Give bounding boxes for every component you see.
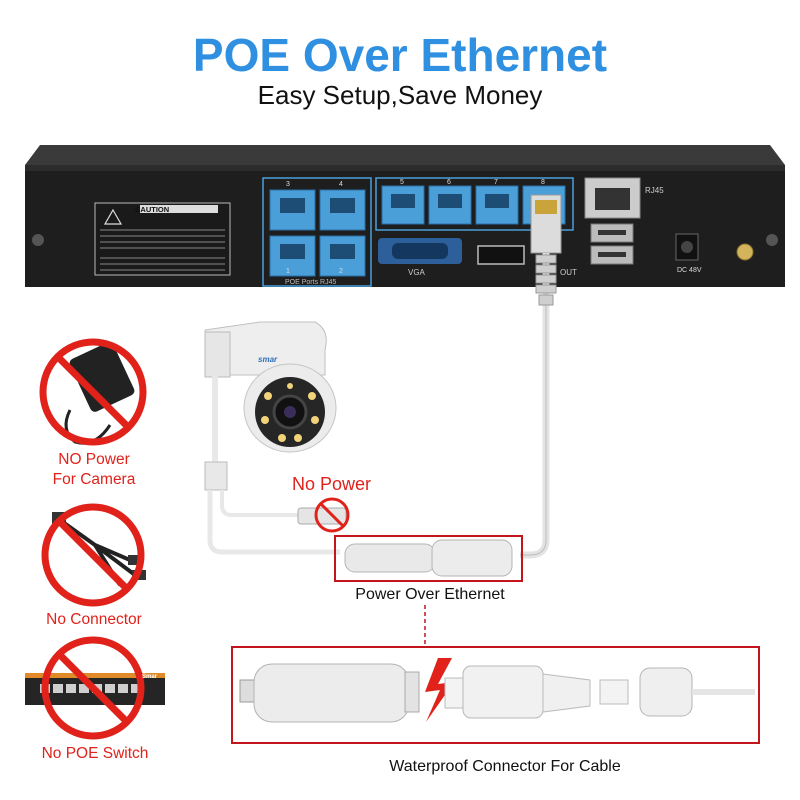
page-title: POE Over Ethernet [192,29,608,81]
port-number: 3 [286,181,290,188]
ptz-camera [204,321,347,555]
poe-splitter [344,539,513,577]
port-number: 5 [400,179,404,186]
no-connector-label: No Connector [46,611,142,628]
no-poe-switch-icon [25,636,165,740]
port-number: 4 [339,181,343,188]
nvr-device [25,145,785,287]
port-number: 7 [494,179,498,186]
split-arrow-icon [425,658,454,722]
ethernet-cable [520,194,562,559]
page-subtitle: Easy Setup,Save Money [257,80,543,110]
no-power-label: No Power [292,474,372,494]
no-power-camera-label: NO Power For Camera [52,451,136,488]
port-number: 8 [541,179,545,186]
camera-brand: smar [258,355,278,364]
power-over-ethernet-label: Power Over Ethernet [355,586,505,603]
hdmi-label: OUT [560,268,577,277]
no-poe-switch-label: No POE Switch [41,745,149,762]
waterproof-frame [231,646,760,744]
rj45-label: RJ45 [645,186,664,195]
port-number: 2 [339,268,343,275]
dc-label: DC 48V [677,267,702,274]
no-power-adapter-icon [39,338,147,446]
port-number: 1 [286,268,290,275]
port-number: 6 [447,179,451,186]
no-power-icon [314,497,350,533]
vga-label: VGA [408,268,425,277]
no-connector-icon [41,503,146,607]
caution-label: CAUTION [135,205,170,214]
switch-brand: Smar [142,674,158,680]
waterproof-connector [239,658,755,723]
poe-splitter-frame [334,535,523,582]
poe-ports-label: POE Ports RJ45 [285,279,337,286]
waterproof-connector-label: Waterproof Connector For Cable [389,758,621,775]
